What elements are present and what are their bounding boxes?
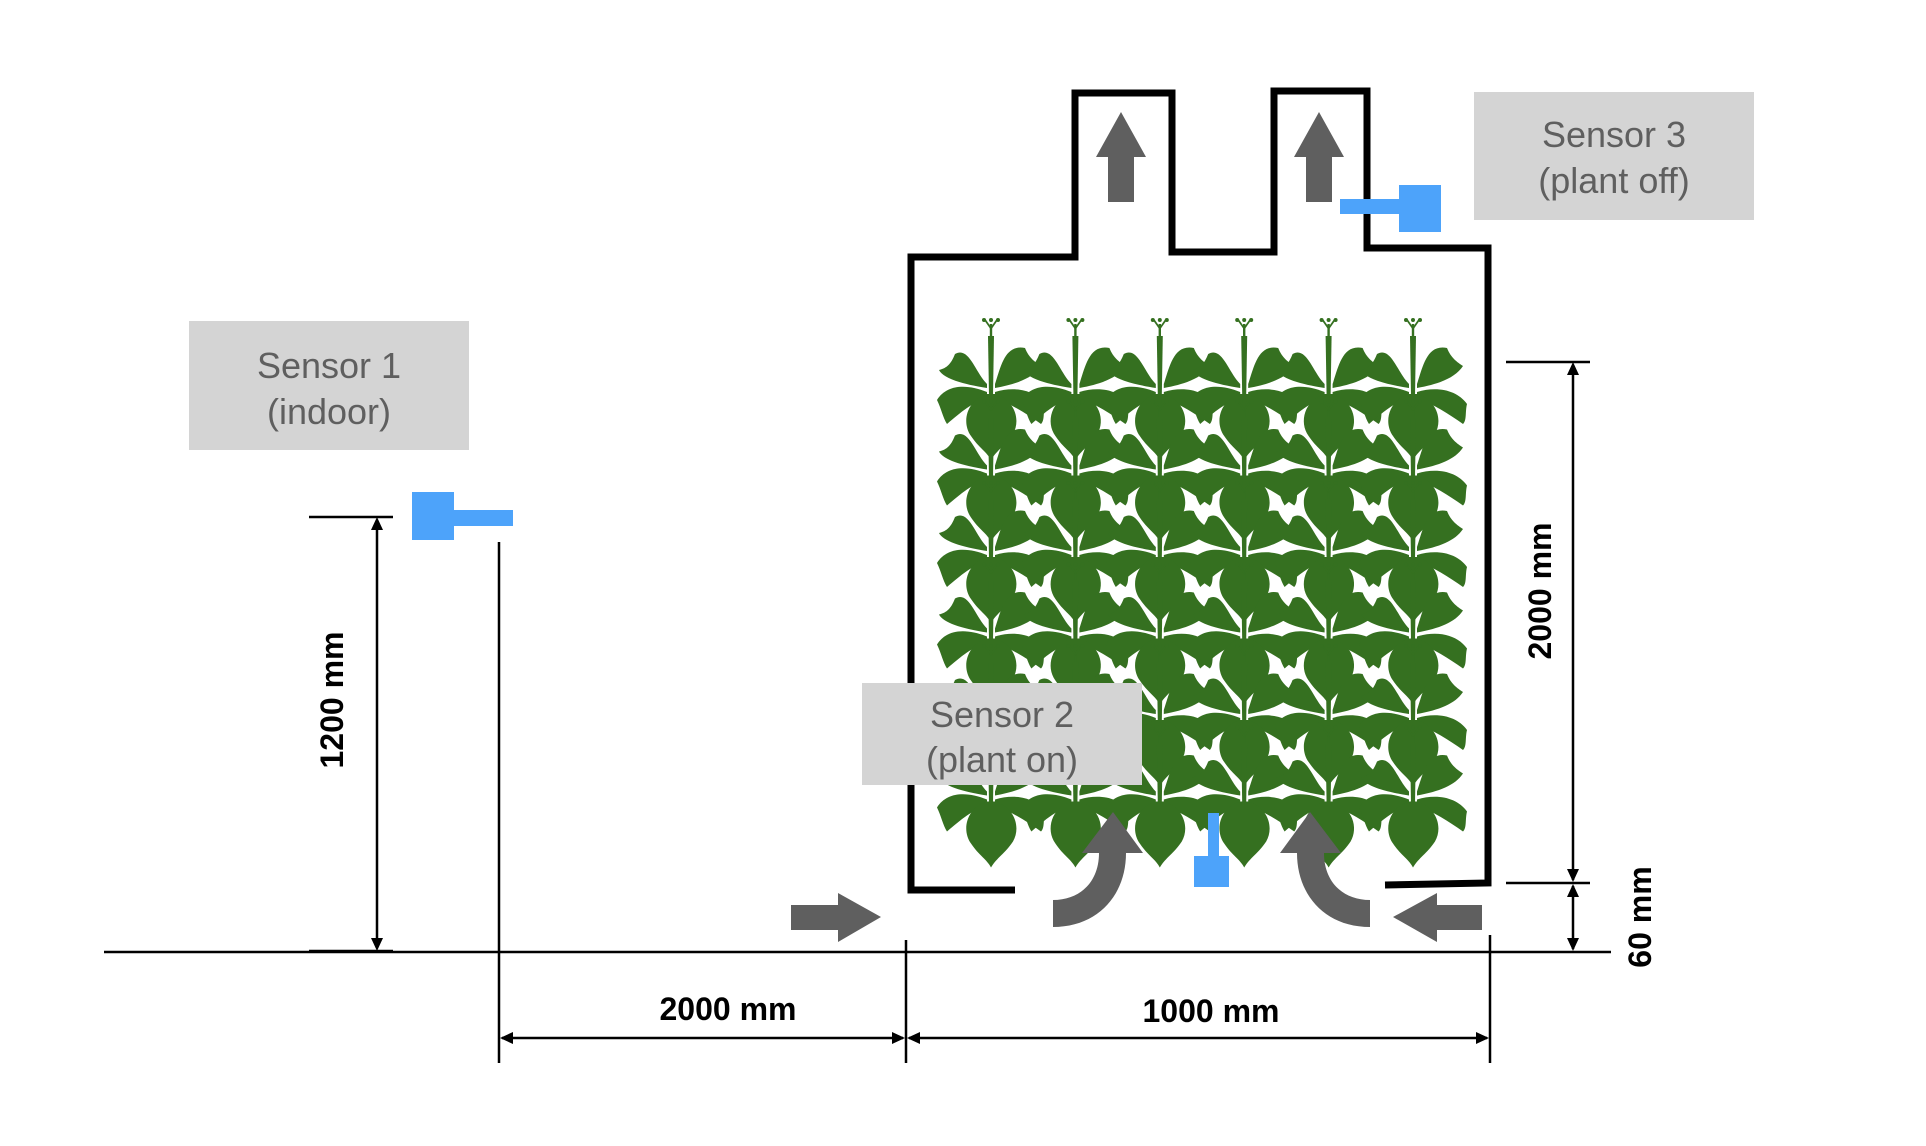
- dimension-label-2000-height: 2000 mm: [1522, 523, 1558, 660]
- plant-wall: [937, 318, 1467, 868]
- dimension-label-2000-offset: 2000 mm: [660, 991, 797, 1027]
- dimension-label-1000-width: 1000 mm: [1143, 993, 1280, 1029]
- sensor-1-title: Sensor 1: [257, 345, 401, 386]
- inlet-arrow-left-icon: [791, 893, 881, 942]
- sensor-2-title: Sensor 2: [930, 694, 1074, 735]
- curved-arrow-left-icon: [1053, 812, 1143, 927]
- sensor-1-icon: [412, 492, 513, 540]
- dimension-horizontal: 2000 mm 1000 mm: [500, 935, 1492, 1063]
- dimension-sensor1-height: 1200 mm: [309, 515, 393, 953]
- sensor-2-icon: [1194, 813, 1229, 887]
- sensor-2-label-box: [862, 683, 1142, 785]
- sensor-1-label-box: [189, 321, 469, 450]
- sensor-2-subtitle: (plant on): [926, 739, 1078, 780]
- outlet-arrow-left-icon: [1096, 112, 1146, 202]
- dimension-vertical-right: 2000 mm 60 mm: [1506, 360, 1658, 968]
- enclosure-outline: [907, 87, 1492, 894]
- sensor-1-subtitle: (indoor): [267, 391, 391, 432]
- sensor-3-icon: [1340, 185, 1441, 232]
- outlet-arrow-right-icon: [1294, 112, 1344, 202]
- sensor-3-subtitle: (plant off): [1538, 160, 1689, 201]
- inlet-arrow-right-icon: [1393, 893, 1482, 942]
- dimension-label-1200: 1200 mm: [314, 632, 350, 769]
- sensor-3-label-box: [1474, 92, 1754, 220]
- dimension-label-60: 60 mm: [1622, 866, 1658, 967]
- curved-arrow-right-icon: [1280, 812, 1370, 927]
- sensor-3-title: Sensor 3: [1542, 114, 1686, 155]
